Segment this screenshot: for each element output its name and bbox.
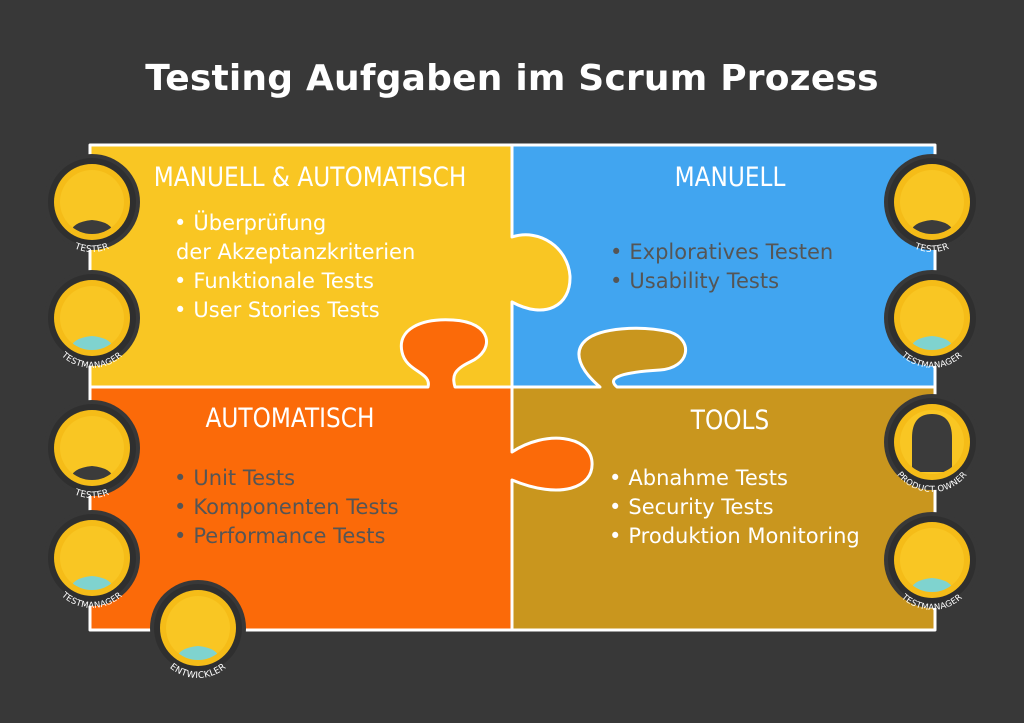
quadrant-title-manuell: MANUELL [674, 162, 786, 193]
list-item: •Produktion Monitoring [609, 524, 860, 548]
avatar-entwickler: ENTWICKLER [148, 578, 248, 686]
avatar-testmanager: TESTMANAGER [42, 508, 142, 616]
avatar-tester: TESTER [42, 152, 142, 260]
list-item: •Exploratives Testen [610, 240, 834, 264]
tester-face-icon [70, 220, 114, 234]
puzzle-piece-blue [512, 145, 935, 387]
list-item: •Usability Tests [610, 269, 780, 293]
tester-face-icon [910, 220, 954, 234]
testmanager-face-icon [70, 576, 114, 590]
puzzle-piece-yellow [90, 145, 571, 387]
list-item: •Komponenten Tests [174, 495, 399, 519]
testmanager-face-icon [70, 336, 114, 350]
productowner-face-icon [912, 414, 952, 472]
list-item: •Unit Tests [174, 466, 296, 490]
task-list-tools: •Abnahme Tests •Security Tests •Produkti… [609, 464, 860, 551]
task-list-manuell-automatisch: •Überprüfung der Akzeptanzkriterien •Fun… [174, 209, 415, 325]
puzzle-piece-gold [512, 328, 935, 630]
list-item: •Abnahme Tests [609, 466, 788, 490]
role-label: TESTER [72, 241, 110, 255]
page-title: Testing Aufgaben im Scrum Prozess [145, 58, 879, 99]
role-label: TESTER [72, 487, 110, 501]
puzzle-piece-orange [90, 319, 593, 630]
task-list-manuell: •Exploratives Testen •Usability Tests [610, 238, 833, 296]
avatar-testmanager: TESTMANAGER [882, 510, 982, 618]
avatar-tester: TESTER [42, 398, 142, 506]
entwickler-face-icon [176, 646, 220, 660]
testmanager-face-icon [910, 578, 954, 592]
list-item: •Performance Tests [174, 524, 386, 548]
quadrant-title-manuell-automatisch: MANUELL & AUTOMATISCH [153, 162, 467, 193]
task-list-automatisch: •Unit Tests •Komponenten Tests •Performa… [174, 464, 399, 551]
testmanager-face-icon [910, 336, 954, 350]
list-item: der Akzeptanzkriterien [176, 240, 416, 264]
quadrant-title-tools: TOOLS [690, 405, 770, 436]
tester-face-icon [70, 466, 114, 480]
list-item: •Security Tests [609, 495, 774, 519]
avatar-testmanager: TESTMANAGER [42, 268, 142, 376]
list-item: •User Stories Tests [174, 298, 380, 322]
role-label: TESTER [912, 241, 950, 255]
list-item: •Funktionale Tests [174, 269, 374, 293]
list-item: •Überprüfung [174, 211, 327, 235]
avatar-testmanager: TESTMANAGER [882, 268, 982, 376]
avatar-tester: TESTER [882, 152, 982, 260]
avatar-product-owner: PRODUCT OWNER [882, 392, 982, 500]
quadrant-title-automatisch: AUTOMATISCH [205, 403, 375, 434]
